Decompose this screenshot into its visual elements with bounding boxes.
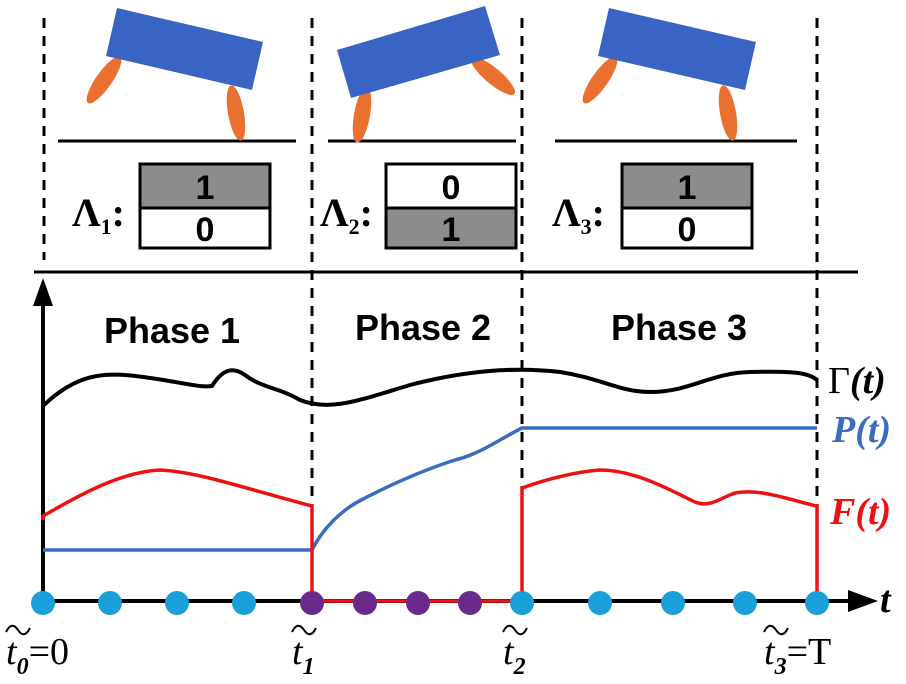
svg-text:t1: t1 <box>292 631 315 680</box>
mode-cell-bottom <box>138 206 272 250</box>
mode-table-3: Λ3: 1 0 <box>552 162 754 250</box>
time-label-t2: t2 <box>502 624 528 680</box>
node <box>458 591 482 615</box>
mode-cell-bottom <box>620 206 754 250</box>
p-label: P(t) <box>831 409 891 451</box>
time-label-t3: t3=T <box>763 624 831 680</box>
x-axis-label: t <box>880 579 892 621</box>
robot-leg-right <box>226 85 246 141</box>
node <box>232 591 256 615</box>
svg-text:t2: t2 <box>503 631 526 680</box>
mode-bit-top: 0 <box>442 169 461 207</box>
f-label: F(t) <box>829 491 891 533</box>
robot-body <box>337 6 500 98</box>
robot-body <box>598 8 756 90</box>
robot-phase-2 <box>328 6 516 143</box>
tilde-mark <box>763 624 789 636</box>
mode-bit-bottom: 0 <box>196 211 215 249</box>
robot-leg-left <box>86 56 122 104</box>
mode-bit-top: 1 <box>678 169 697 207</box>
tilde-mark <box>5 624 31 636</box>
robot-body <box>106 8 263 90</box>
time-nodes <box>31 591 829 615</box>
node <box>165 591 189 615</box>
time-label-t0: t0=0 <box>5 624 69 680</box>
node <box>661 591 685 615</box>
mode-table-2: Λ2: 0 1 <box>320 162 518 250</box>
f-curve <box>41 468 819 603</box>
x-axis-arrowhead <box>848 590 878 612</box>
node <box>510 591 534 615</box>
phase-1-label: Phase 1 <box>104 310 240 351</box>
gamma-curve <box>41 367 819 408</box>
node <box>733 591 757 615</box>
gamma-label: Γ(t) <box>828 360 886 402</box>
mode-cell-top <box>620 162 754 210</box>
robot-leg-right <box>470 56 516 96</box>
svg-text:t0=0: t0=0 <box>6 631 69 680</box>
robot-phase-1 <box>58 8 296 143</box>
mode-table-1: Λ1: 1 0 <box>72 162 272 250</box>
mode-bit-top: 1 <box>196 169 215 207</box>
mode-cell-bottom <box>384 206 518 250</box>
mode-symbol: Λ2: <box>320 190 373 239</box>
mode-symbol: Λ1: <box>72 190 125 239</box>
y-axis-arrowhead <box>33 278 53 306</box>
robot-leg-left <box>352 87 372 143</box>
tilde-mark <box>502 624 528 636</box>
p-curve <box>43 426 817 552</box>
node <box>353 591 377 615</box>
phase-2-label: Phase 2 <box>355 307 491 348</box>
node <box>588 591 612 615</box>
mode-symbol: Λ3: <box>552 190 605 239</box>
robot-leg-right <box>718 85 738 141</box>
mode-bit-bottom: 0 <box>678 211 697 249</box>
node <box>300 591 324 615</box>
tilde-mark <box>291 624 317 636</box>
robot-phase-3 <box>555 8 797 143</box>
node <box>805 591 829 615</box>
mode-bit-bottom: 1 <box>442 211 461 249</box>
time-label-t1: t1 <box>291 624 317 680</box>
node <box>31 591 55 615</box>
phase-3-label: Phase 3 <box>611 307 747 348</box>
robot-leg-left <box>582 56 618 104</box>
svg-text:t3=T: t3=T <box>764 631 831 680</box>
node <box>406 591 430 615</box>
phase-boundaries <box>42 18 819 600</box>
node <box>98 591 122 615</box>
